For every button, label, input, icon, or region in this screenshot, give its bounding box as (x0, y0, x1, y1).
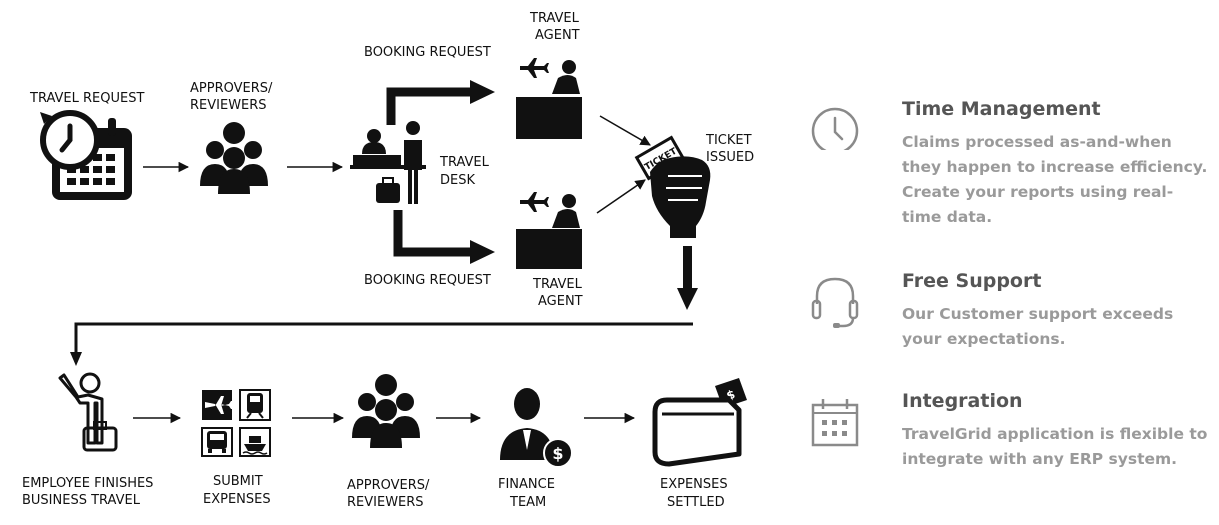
label-travel-agent-bottom-2: AGENT (538, 294, 583, 309)
people-group-icon (200, 122, 268, 194)
label-travel-desk-2: DESK (440, 173, 475, 188)
arrow (599, 115, 651, 146)
label-travel-agent-top-2: AGENT (535, 28, 580, 43)
arrow-head (70, 352, 82, 366)
label-travel-desk-1: TRAVEL (439, 155, 490, 170)
train-icon (239, 389, 271, 421)
label-ticket-issued-2: ISSUED (706, 150, 754, 165)
label-approvers-top-1: APPROVERS/ (190, 81, 273, 96)
plane-icon (202, 390, 233, 420)
label-settled-2: SETTLED (667, 495, 725, 510)
label-finance-1: FINANCE (498, 477, 555, 492)
label-approvers-bottom-1: APPROVERS/ (347, 478, 430, 493)
travel-process-diagram: TRAVEL REQUEST APPROVERS/ REVIEWERS TRAV… (22, 11, 754, 510)
label-approvers-top-2: REVIEWERS (190, 98, 267, 113)
label-employee-2: BUSINESS TRAVEL (22, 493, 141, 508)
label-finance-2: TEAM (509, 495, 546, 510)
label-booking-request-top: BOOKING REQUEST (364, 45, 491, 60)
wallet-icon: $ (652, 378, 747, 467)
label-employee-1: EMPLOYEE FINISHES (22, 476, 153, 491)
connector-line (74, 322, 693, 352)
ticket-fist-icon: TICKET (634, 135, 711, 238)
feature-description: Our Customer support exceeds your expect… (902, 305, 1174, 348)
svg-text:$: $ (552, 444, 563, 463)
employee-waving-icon (58, 372, 118, 452)
feature-title: Free Support (902, 270, 1042, 292)
feature-description: TravelGrid application is flexible to in… (902, 425, 1208, 468)
calendar-icon (810, 390, 862, 447)
transport-icons (201, 389, 271, 457)
travel-agent-icon (516, 192, 582, 269)
feature-title: Time Management (902, 98, 1101, 120)
headset-icon (810, 270, 862, 328)
label-settled-1: EXPENSES (660, 477, 728, 492)
finance-person-icon: $ (500, 388, 573, 468)
label-travel-request: TRAVEL REQUEST (29, 91, 144, 106)
arrow (596, 179, 646, 214)
bus-icon (201, 427, 233, 457)
label-booking-request-bottom: BOOKING REQUEST (364, 273, 491, 288)
label-approvers-bottom-2: REVIEWERS (347, 495, 424, 510)
booking-arrow-top (386, 80, 495, 125)
ship-icon (239, 427, 271, 457)
booking-arrow-bottom (393, 210, 495, 264)
label-travel-agent-top-1: TRAVEL (529, 11, 580, 26)
travel-desk-icon (350, 121, 426, 204)
clock-icon (810, 98, 862, 155)
calendar-clock-icon (40, 110, 132, 200)
label-travel-agent-bottom-1: TRAVEL (532, 277, 583, 292)
feature-description: Claims processed as-and-when they happen… (902, 133, 1208, 226)
label-ticket-issued-1: TICKET (705, 133, 752, 148)
label-submit-2: EXPENSES (203, 492, 271, 507)
people-group-icon (352, 374, 420, 448)
arrow-down (677, 246, 698, 310)
feature-title: Integration (902, 390, 1023, 412)
label-submit-1: SUBMIT (213, 474, 263, 489)
travel-agent-icon (516, 58, 582, 139)
